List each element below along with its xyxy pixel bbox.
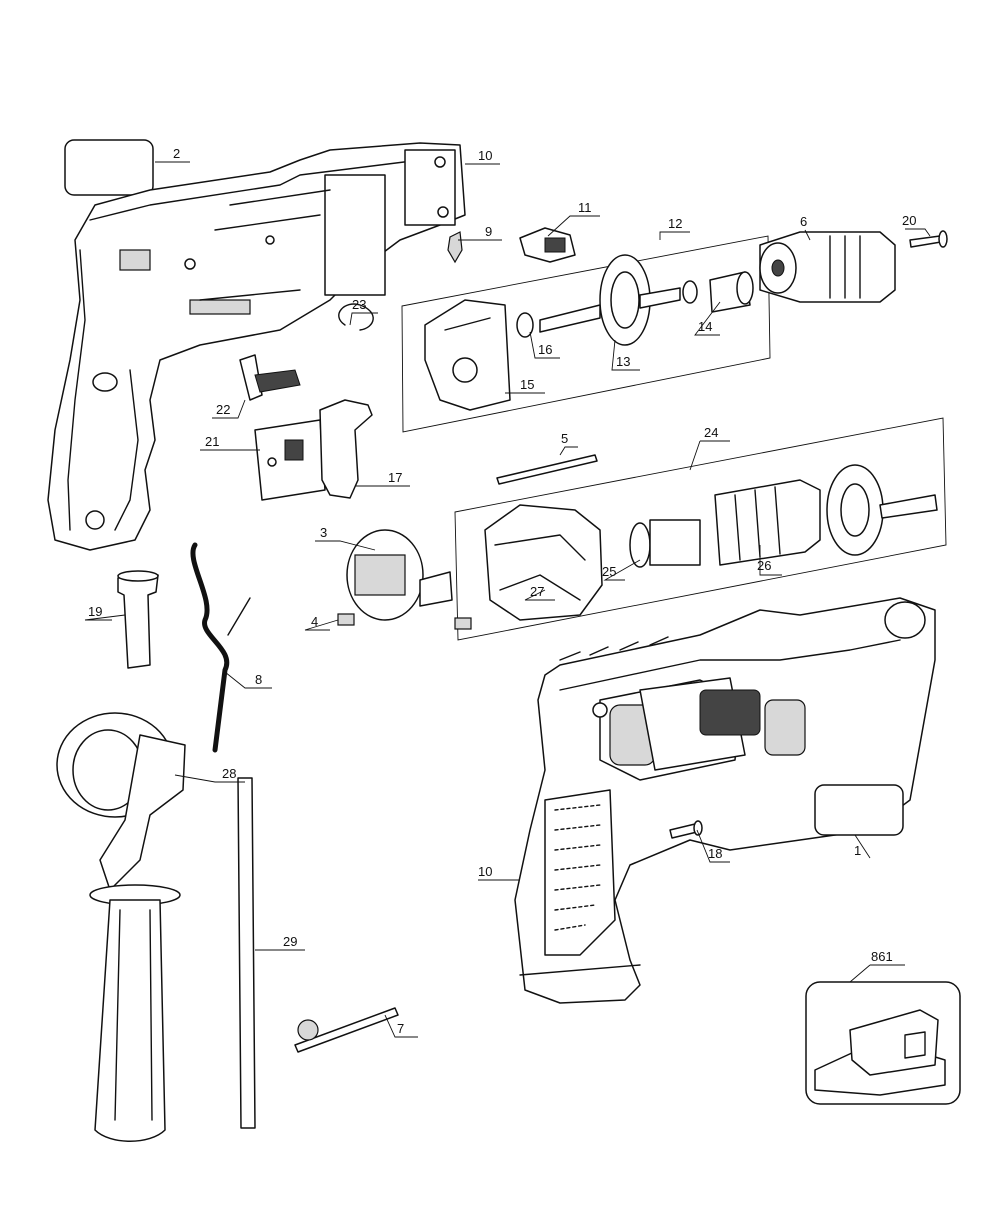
callout-10-drill: 10 — [478, 864, 492, 879]
callout-19: 19 — [88, 604, 102, 619]
part-3-brush-holder — [346, 529, 453, 621]
callout-27: 27 — [530, 584, 544, 599]
part-20-screw — [909, 230, 948, 248]
subassembly-box-12 — [401, 235, 771, 433]
part-6-chuck — [759, 231, 896, 303]
callout-26: 26 — [757, 558, 771, 573]
label-plate-1 — [814, 784, 904, 836]
callout-16: 16 — [538, 342, 552, 357]
callout-7: 7 — [397, 1021, 404, 1036]
part-29-rod — [237, 777, 256, 1129]
callout-labels: 2 10 11 9 12 6 20 16 13 14 15 23 22 21 1… — [88, 146, 916, 1036]
part-23-clip — [338, 303, 374, 331]
callout-12: 12 — [668, 216, 682, 231]
callout-20: 20 — [902, 213, 916, 228]
part-5-pin — [496, 454, 598, 485]
label-plate-2 — [64, 139, 154, 196]
subassembly-box-24 — [454, 417, 947, 641]
part-19-handle-plug — [117, 570, 159, 669]
callout-25: 25 — [602, 564, 616, 579]
callout-14: 14 — [698, 319, 712, 334]
callout-28: 28 — [222, 766, 236, 781]
part-21-switch — [254, 419, 326, 501]
callout-leader-lines — [84, 161, 931, 1038]
callout-17: 17 — [388, 470, 402, 485]
callout-8: 8 — [255, 672, 262, 687]
callout-4: 4 — [311, 614, 318, 629]
callout-9: 9 — [485, 224, 492, 239]
part-18-screw — [669, 820, 703, 839]
callout-861: 861 — [871, 949, 893, 964]
callout-6: 6 — [800, 214, 807, 229]
part-4-brush — [337, 613, 355, 626]
housing-half — [47, 142, 466, 551]
gear-assembly — [424, 254, 754, 411]
part-861-case — [805, 981, 961, 1105]
callout-22: 22 — [216, 402, 230, 417]
part-11-slider — [519, 227, 576, 263]
callout-23: 23 — [352, 297, 366, 312]
callout-24: 24 — [704, 425, 718, 440]
callout-15: 15 — [520, 377, 534, 392]
part-9-lever — [447, 231, 463, 264]
callout-3: 3 — [320, 525, 327, 540]
part-7-chuck-key — [294, 1007, 399, 1053]
part-22-lever — [239, 354, 301, 401]
callout-10: 10 — [478, 148, 492, 163]
part-17-trigger — [319, 399, 373, 499]
callout-1: 1 — [854, 843, 861, 858]
callout-13: 13 — [616, 354, 630, 369]
callout-29: 29 — [283, 934, 297, 949]
part-8-depth-rod — [190, 542, 230, 753]
callout-5: 5 — [561, 431, 568, 446]
motor-assembly — [484, 464, 938, 621]
callout-18: 18 — [708, 846, 722, 861]
part-28-side-handle — [56, 712, 186, 1142]
callout-21: 21 — [205, 434, 219, 449]
assembled-drill — [514, 597, 936, 1004]
callout-2: 2 — [173, 146, 180, 161]
part-4-brush-2 — [454, 617, 472, 630]
callout-11: 11 — [578, 200, 592, 215]
